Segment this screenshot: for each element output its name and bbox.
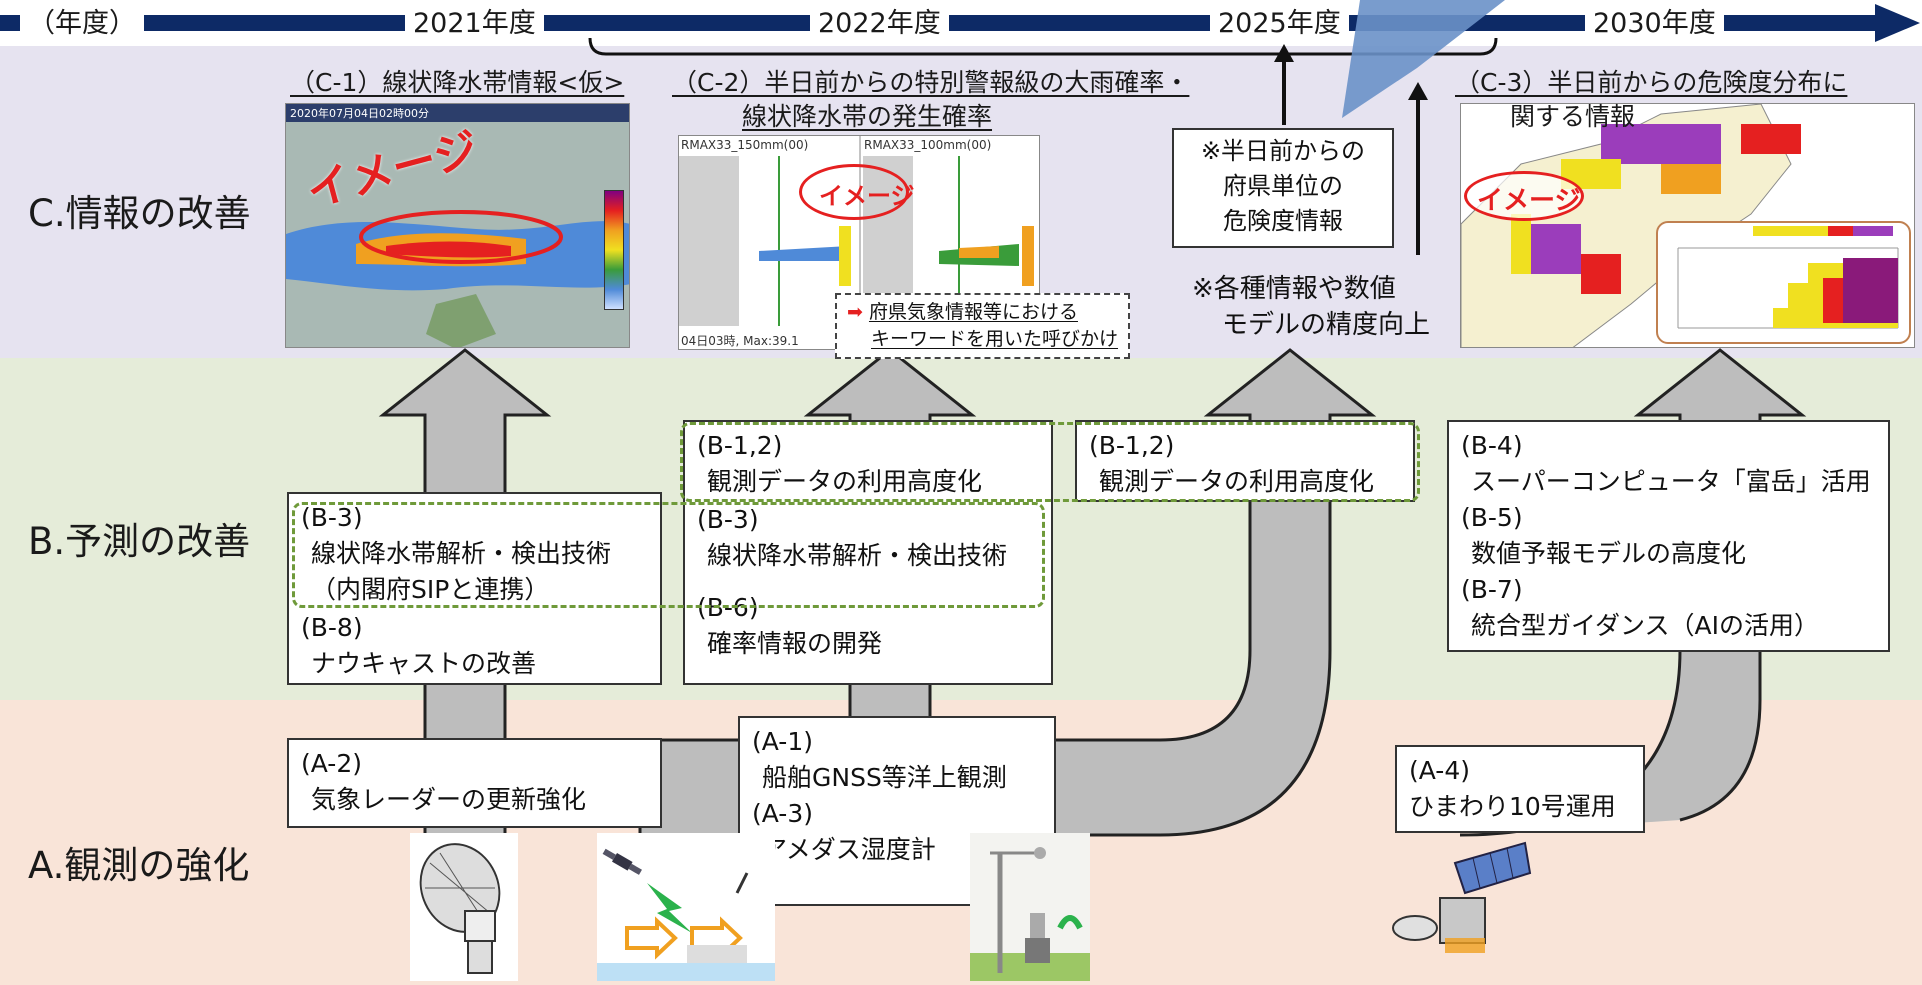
- row-label-b: B.予測の改善: [28, 520, 251, 563]
- ship-gnss-illustration: [597, 833, 775, 981]
- dashed-group-b12: [680, 422, 1420, 502]
- a1-code: (A-1): [752, 727, 813, 756]
- b4-code: (B-4): [1461, 431, 1523, 460]
- c2-title-line2: 線状降水帯の発生確率: [742, 102, 993, 131]
- b3-mid-text: 線状降水帯解析・検出技術: [707, 541, 1008, 570]
- timeline-connectors: [588, 0, 1505, 255]
- a2-text: 気象レーダーの更新強化: [311, 785, 587, 814]
- box-b4-b5-b7: (B-4) スーパーコンピュータ「富岳」活用 (B-5) 数値予報モデルの高度化…: [1447, 420, 1890, 652]
- note-box-line2: 府県単位の: [1223, 172, 1343, 200]
- note-accuracy-line2: モデルの精度向上: [1222, 310, 1431, 340]
- satellite-icon: [1392, 841, 1532, 953]
- c2-badge-ring: [799, 164, 909, 220]
- radar-antenna-illustration: [410, 833, 518, 981]
- b3-left-line2: （内閣府SIPと連携）: [311, 575, 550, 604]
- b3-left-line1: 線状降水帯解析・検出技術: [311, 539, 612, 568]
- c3-title-line2: 関する情報: [1510, 102, 1636, 131]
- arrow-right-icon: ➡: [847, 301, 863, 323]
- a4-code: (A-4): [1409, 756, 1470, 785]
- c3-title-line1: （C-3）半日前からの危険度分布に: [1455, 68, 1848, 97]
- box-b3-b8: (B-3) 線状降水帯解析・検出技術 （内閣府SIPと連携） (B-8) ナウキ…: [287, 492, 662, 685]
- box-b12-right: (B-1,2) 観測データの利用高度化: [1075, 420, 1415, 502]
- c2-keyword-tag: ➡ 府県気象情報等における キーワードを用いた呼びかけ: [835, 293, 1131, 359]
- c2-image-badge: イメージ: [819, 182, 915, 210]
- row-label-a: A.観測の強化: [28, 844, 250, 887]
- a2-code: (A-2): [301, 749, 362, 778]
- c3-badge-ring: [1464, 171, 1584, 221]
- year-label-2025: 2025年度: [1210, 4, 1349, 44]
- c1-timestamp: 2020年07月04日02時00分: [290, 107, 429, 120]
- c1-map-graphic: [286, 104, 629, 347]
- b7-code: (B-7): [1461, 575, 1523, 604]
- box-b12-b3-b6: (B-1,2) 観測データの利用高度化 (B-3) 線状降水帯解析・検出技術 (…: [683, 420, 1053, 685]
- weather-station-icon: [970, 847, 1090, 981]
- b12-mid-code: (B-1,2): [697, 431, 783, 460]
- c2-title-line1: （C-2）半日前からの特別警報級の大雨確率・: [672, 68, 1190, 97]
- c3-inset-graphic: [1677, 226, 1899, 329]
- himawari-satellite-illustration: [1385, 838, 1545, 970]
- year-label-2021: 2021年度: [405, 4, 544, 44]
- b3-mid-code: (B-3): [697, 505, 759, 534]
- b8-code: (B-8): [301, 613, 363, 642]
- b12-mid-text: 観測データの利用高度化: [707, 467, 983, 496]
- amedas-station-illustration: [970, 833, 1090, 981]
- b4-text: スーパーコンピュータ「富岳」活用: [1471, 467, 1871, 496]
- year-label-2030: 2030年度: [1585, 4, 1724, 44]
- c3-risk-map: イメージ: [1460, 103, 1915, 348]
- c1-radar-map: 2020年07月04日02時00分 イメージ: [285, 103, 630, 348]
- b6-text: 確率情報の開発: [707, 629, 883, 658]
- b12-right-code: (B-1,2): [1089, 431, 1175, 460]
- b7-text: 統合型ガイダンス（AIの活用）: [1471, 611, 1819, 640]
- b5-code: (B-5): [1461, 503, 1523, 532]
- c1-color-legend: [604, 190, 624, 310]
- year-label-2022: 2022年度: [810, 4, 949, 44]
- c2-keyword-line2: キーワードを用いた呼びかけ: [871, 328, 1119, 350]
- c2-keyword-line1: 府県気象情報等における: [868, 301, 1078, 323]
- b8-text: ナウキャストの改善: [311, 649, 537, 678]
- b3-left-code: (B-3): [301, 503, 363, 532]
- note-accuracy-line1: ※各種情報や数値: [1192, 274, 1396, 304]
- a1-text: 船舶GNSS等洋上観測: [762, 763, 1007, 792]
- row-label-c: C.情報の改善: [28, 192, 251, 235]
- box-a4: (A-4) ひまわり10号運用: [1395, 745, 1645, 833]
- c3-inset-chart: [1656, 221, 1911, 344]
- a3-code: (A-3): [752, 799, 813, 828]
- a4-text: ひまわり10号運用: [1409, 792, 1616, 821]
- b5-text: 数値予報モデルの高度化: [1471, 539, 1747, 568]
- c2-left-map-label: RMAX33_150mm(00): [681, 138, 809, 152]
- c2-right-map-label: RMAX33_100mm(00): [864, 138, 992, 152]
- box-a2: (A-2) 気象レーダーの更新強化: [287, 738, 662, 828]
- ship-satellite-icon: [597, 848, 775, 981]
- c3-image-badge: イメージ: [1477, 186, 1581, 216]
- dashed-group-b3: [292, 502, 1045, 608]
- b12-right-text: 観測データの利用高度化: [1099, 467, 1375, 496]
- a3-text: アメダス湿度計: [762, 835, 936, 864]
- radar-icon: [419, 843, 501, 974]
- note-box-line1: ※半日前からの: [1200, 137, 1366, 165]
- c1-title: （C-1）線状降水帯情報<仮>: [290, 68, 625, 97]
- note-box-line3: 危険度情報: [1223, 207, 1343, 235]
- timeline-start-label: （年度）: [20, 4, 144, 44]
- note-prefectural-risk-box: ※半日前からの 府県単位の 危険度情報: [1172, 128, 1394, 248]
- c2-map-footer: 04日03時, Max:39.1: [681, 334, 799, 348]
